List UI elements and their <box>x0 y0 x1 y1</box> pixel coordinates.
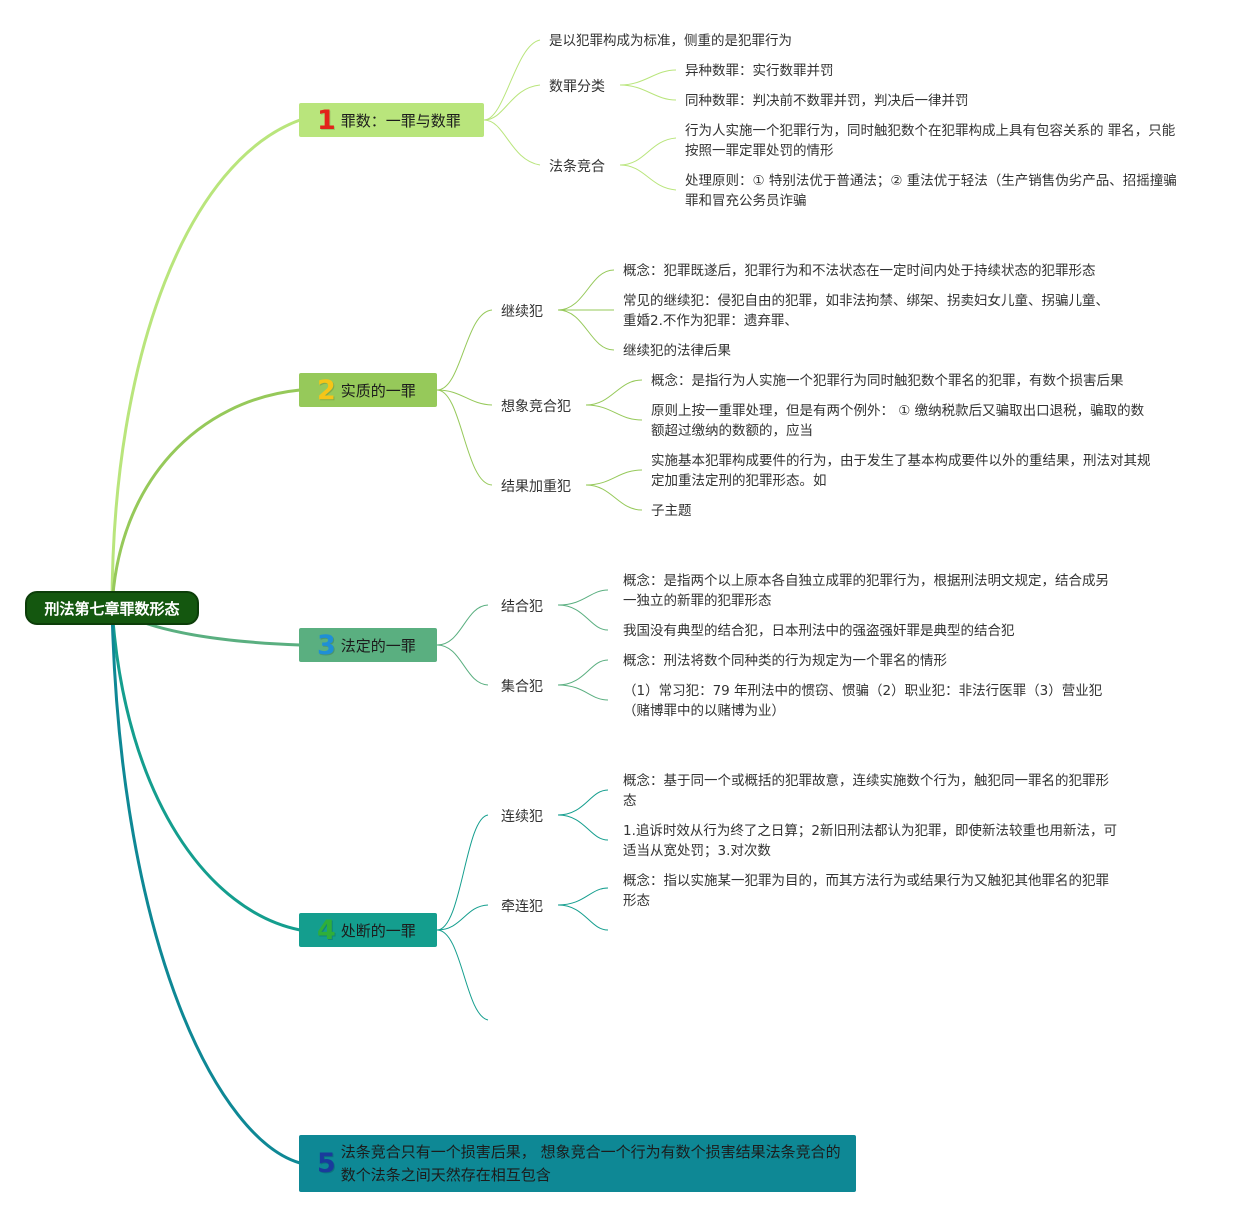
sub-2-0[interactable]: 继续犯 <box>501 304 543 320</box>
branch-5-label: 法条竞合只有一个损害后果， 想象竞合一个行为有数个损害结果法条竞合的数个法条之间… <box>340 1142 841 1184</box>
leaf-2-1-1[interactable]: 原则上按一重罪处理，但是有两个例外： ① 缴纳税款后又骗取出口退税，骗取的数额超… <box>651 403 1145 439</box>
sub-4-0[interactable]: 连续犯 <box>501 809 543 825</box>
number-3-icon: 3 <box>317 629 336 661</box>
leaf-3-0-0[interactable]: 概念：是指两个以上原本各自独立成罪的犯罪行为，根据刑法明文规定，结合成另一独立的… <box>623 573 1109 609</box>
branch-4-node[interactable]: 4 处断的一罪 <box>299 913 437 947</box>
number-5-icon: 5 <box>317 1148 336 1179</box>
leaf-1-2-1[interactable]: 处理原则：① 特别法优于普通法；② 重法优于轻法（生产销售伪劣产品、招摇撞骗罪和… <box>685 173 1177 209</box>
leaf-2-0-2[interactable]: 继续犯的法律后果 <box>623 343 731 359</box>
branch-1-node[interactable]: 1 罪数：一罪与数罪 <box>299 103 484 137</box>
sub-2-2[interactable]: 结果加重犯 <box>501 479 571 495</box>
number-4-icon: 4 <box>317 914 336 946</box>
sub-1-1[interactable]: 数罪分类 <box>549 79 605 95</box>
branch-3-label: 法定的一罪 <box>340 636 416 655</box>
branch-1-label: 罪数：一罪与数罪 <box>340 111 461 130</box>
leaf-1-0-0[interactable]: 是以犯罪构成为标准，侧重的是犯罪行为 <box>549 33 792 49</box>
sub-1-2[interactable]: 法条竞合 <box>549 159 605 175</box>
leaf-3-1-0[interactable]: 概念：刑法将数个同种类的行为规定为一个罪名的情形 <box>623 653 947 669</box>
branch-2-label: 实质的一罪 <box>340 381 416 400</box>
leaf-4-0-0[interactable]: 概念：基于同一个或概括的犯罪故意，连续实施数个行为，触犯同一罪名的犯罪形态 <box>623 773 1109 809</box>
leaf-1-1-0[interactable]: 异种数罪：实行数罪并罚 <box>685 63 834 79</box>
sub-3-0[interactable]: 结合犯 <box>501 599 543 615</box>
number-2-icon: 2 <box>317 374 336 406</box>
root-link-1 <box>110 118 301 609</box>
leaf-2-2-1[interactable]: 子主题 <box>651 503 692 519</box>
root-topic[interactable]: 刑法第七章罪数形态 <box>25 591 199 625</box>
number-1-icon: 1 <box>317 104 336 136</box>
leaf-1-1-1[interactable]: 同种数罪：判决前不数罪并罚，判决后一律并罚 <box>685 93 969 109</box>
branch-5-node[interactable]: 5 法条竞合只有一个损害后果， 想象竞合一个行为有数个损害结果法条竞合的数个法条… <box>299 1135 856 1192</box>
leaf-2-2-0[interactable]: 实施基本犯罪构成要件的行为，由于发生了基本构成要件以外的重结果，刑法对其规定加重… <box>651 453 1151 489</box>
root-link-2 <box>110 388 301 609</box>
sub-3-1[interactable]: 集合犯 <box>501 679 543 695</box>
branch-4-label: 处断的一罪 <box>340 921 416 940</box>
sub-4-1[interactable]: 牵连犯 <box>501 899 543 915</box>
branch-2-node[interactable]: 2 实质的一罪 <box>299 373 437 407</box>
root-link-5 <box>110 607 301 1165</box>
leaf-3-1-1[interactable]: （1）常习犯：79 年刑法中的惯窃、惯骗（2）职业犯：非法行医罪（3）营业犯（赌… <box>623 683 1103 719</box>
root-label: 刑法第七章罪数形态 <box>44 599 180 618</box>
sub-2-1[interactable]: 想象竞合犯 <box>501 399 571 415</box>
leaf-2-0-1[interactable]: 常见的继续犯：侵犯自由的犯罪，如非法拘禁、绑架、拐卖妇女儿童、拐骗儿童、重婚2.… <box>623 293 1109 329</box>
root-link-4 <box>110 607 301 932</box>
leaf-2-1-0[interactable]: 概念：是指行为人实施一个犯罪行为同时触犯数个罪名的犯罪，有数个损害后果 <box>651 373 1124 389</box>
leaf-2-0-0[interactable]: 概念：犯罪既遂后，犯罪行为和不法状态在一定时间内处于持续状态的犯罪形态 <box>623 263 1096 279</box>
branch-3-node[interactable]: 3 法定的一罪 <box>299 628 437 662</box>
leaf-1-2-0[interactable]: 行为人实施一个犯罪行为，同时触犯数个在犯罪构成上具有包容关系的 罪名，只能按照一… <box>685 123 1176 159</box>
leaf-3-0-1[interactable]: 我国没有典型的结合犯，日本刑法中的强盗强奸罪是典型的结合犯 <box>623 623 1015 639</box>
leaf-4-1-0[interactable]: 概念：指以实施某一犯罪为目的，而其方法行为或结果行为又触犯其他罪名的犯罪形态 <box>623 873 1109 909</box>
leaf-4-0-1[interactable]: 1.追诉时效从行为终了之日算；2新旧刑法都认为犯罪，即使新法较重也用新法，可适当… <box>623 823 1117 859</box>
